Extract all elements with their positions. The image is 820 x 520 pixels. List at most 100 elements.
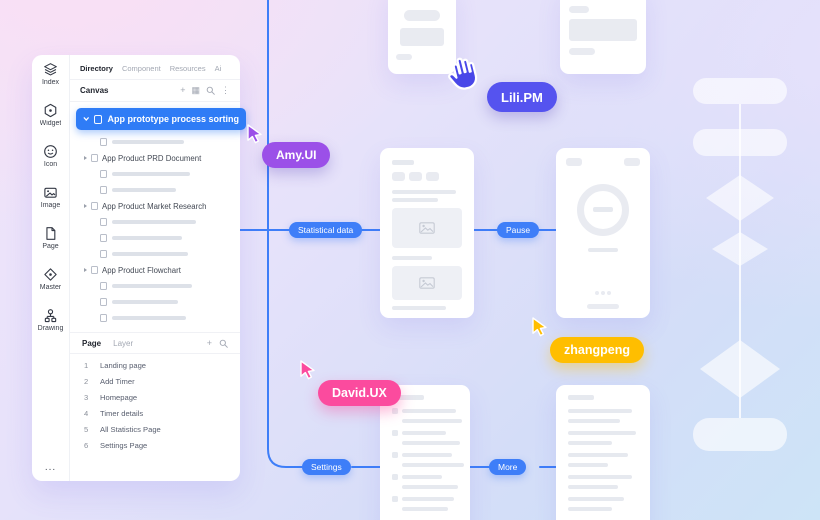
tree-item[interactable] [76,278,248,294]
sidebar-item-label: Master [39,284,62,291]
tree-item[interactable] [76,294,248,310]
page-number: 3 [84,392,89,402]
page-number: 1 [84,360,89,370]
placeholder-pill [569,48,595,55]
page-name: Homepage [100,392,138,402]
sidebar-item-image[interactable]: Image [41,185,60,209]
tab-ai[interactable]: Ai [214,64,222,73]
tree-item[interactable] [76,214,248,230]
wireframe-card-top-right[interactable] [560,0,646,74]
flow-node-settings[interactable]: Settings [302,459,351,475]
collaborator-tag-lili-pm: Lili.PM [487,82,557,112]
placeholder-chip [392,172,405,181]
wireframe-card-more[interactable] [556,385,650,520]
placeholder-bar [568,507,612,511]
tree-section-prd-document[interactable]: App Product PRD Document [76,150,248,166]
placeholder-bar [568,485,618,489]
page-number: 5 [84,424,89,434]
sidebar-item-widget[interactable]: Widget [40,103,61,127]
sidebar-item-page[interactable]: Page [42,226,59,250]
page-name: Settings Page [100,440,148,450]
hand-cursor [448,57,478,90]
panel-tabs: Directory Component Resources Ai [70,55,240,80]
layers-icon [44,63,57,76]
tree-item[interactable] [76,246,248,262]
placeholder-bar [568,453,628,457]
master-icon [44,268,57,281]
page-list-item[interactable]: 3 Homepage [70,389,240,405]
collaborator-tag-amy-ui: Amy.UI [262,142,331,168]
tree-item-label: App prototype process sorting [107,114,239,124]
flow-node-more[interactable]: More [489,459,527,475]
tree-section-flowchart[interactable]: App Product Flowchart [76,262,248,278]
plus-icon[interactable]: + [206,338,212,348]
doc-icon [91,154,98,162]
wireframe-card-settings[interactable] [380,385,470,520]
wireframe-card-timer[interactable] [556,148,650,318]
placeholder-bar [402,419,462,423]
kebab-icon[interactable]: ⋮ [221,85,230,95]
directory-panel: Directory Component Resources Ai Canvas … [70,55,246,481]
page-list-item[interactable]: 6 Settings Page [70,437,240,453]
placeholder-bar [568,463,608,467]
placeholder-bar [402,507,448,511]
page-number: 6 [84,440,89,450]
plus-icon[interactable]: + [180,85,186,95]
tree-item[interactable] [76,310,248,326]
expander-icon [84,156,87,160]
tree-item-selected[interactable]: App prototype process sorting [76,108,246,130]
placeholder-bar [392,198,438,202]
tree-section-label: App Product Market Research [102,201,207,211]
doc-icon [100,234,107,242]
placeholder-bar [402,441,460,445]
placeholder-bar [568,497,624,501]
tree-item[interactable] [76,230,248,246]
placeholder-bar [568,441,612,445]
tree-section-market-research[interactable]: App Product Market Research [76,198,248,214]
sidebar-item-icon[interactable]: Icon [43,144,58,168]
placeholder-bar [402,497,454,501]
tab-layer[interactable]: Layer [113,338,134,348]
sidebar-item-label: Image [40,202,61,209]
search-icon[interactable] [219,339,228,348]
placeholder-chip [426,172,439,181]
tree-item[interactable] [76,134,248,150]
sidebar-item-master[interactable]: Master [40,267,61,291]
collaborator-tag-david-ux: David.UX [318,380,401,406]
image-placeholder [392,208,462,248]
tab-directory[interactable]: Directory [80,64,113,73]
image-icon [44,187,57,198]
arrow-cursor [247,124,262,144]
page-number: 4 [84,408,89,418]
toolbar-more-button[interactable]: ... [44,462,57,473]
flow-node-pause[interactable]: Pause [497,222,540,238]
tree-item[interactable] [76,166,248,182]
placeholder-square [392,474,398,480]
placeholder-block [569,19,637,41]
grid-icon[interactable]: ▦ [191,85,200,95]
flow-node-statistical-data[interactable]: Statistical data [289,222,363,238]
collaborator-tag-zhangpeng: zhangpeng [550,337,644,363]
placeholder-pill [569,6,589,13]
smiley-icon [44,145,57,158]
tab-resources[interactable]: Resources [169,64,206,73]
tree-item[interactable] [76,182,248,198]
wireframe-card-top[interactable] [388,0,456,74]
doc-icon [100,138,107,146]
sidebar-item-index[interactable]: Index [42,62,59,86]
tab-page[interactable]: Page [82,338,102,348]
tab-component[interactable]: Component [121,64,161,73]
sidebar-item-label: Page [42,243,59,250]
sidebar-item-drawing[interactable]: Drawing [38,308,63,332]
wireframe-card-statistics[interactable] [380,148,474,318]
placeholder-bar [402,453,452,457]
search-icon[interactable] [206,86,215,95]
canvas-title: Canvas [80,86,109,95]
tree-section-label: App Product PRD Document [102,153,202,163]
left-panel: Index Widget Icon Image [32,55,246,481]
